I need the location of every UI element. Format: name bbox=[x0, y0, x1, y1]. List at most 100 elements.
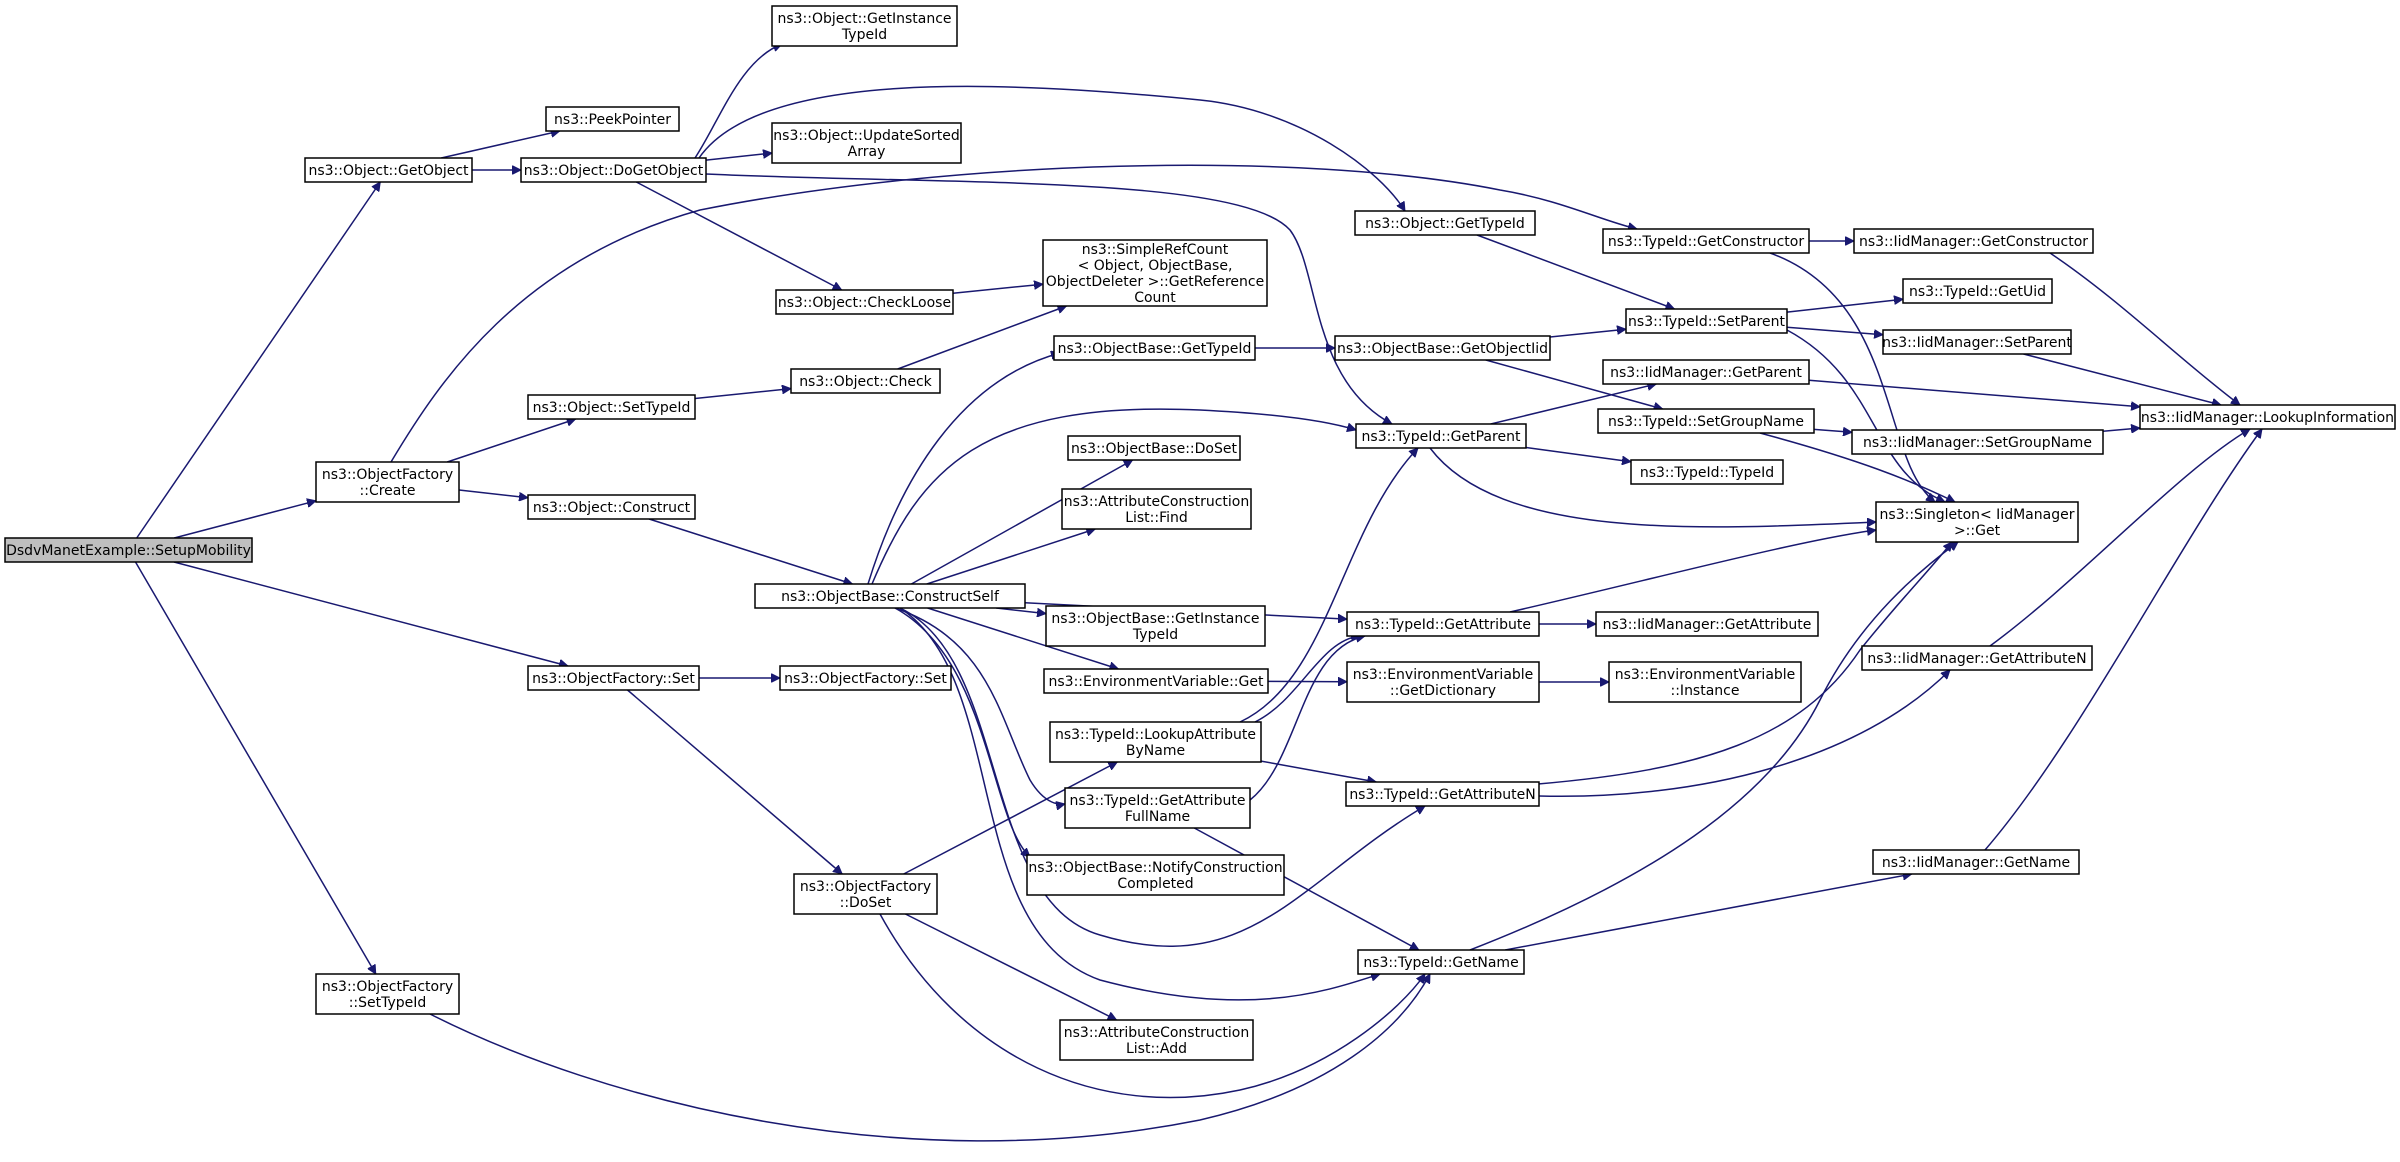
node-label-tid_setparent-0: ns3::TypeId::SetParent bbox=[1628, 314, 1785, 330]
node-singleton_get[interactable]: ns3::Singleton< IidManager >::Get bbox=[1875, 501, 2079, 543]
edge-tid_getname-to-singleton_get bbox=[1469, 541, 1958, 951]
edge-tid_setgroupname-to-singleton_get bbox=[1759, 432, 1955, 503]
node-box-tid_getuid bbox=[1902, 278, 2053, 304]
node-box-iid_lookupinfo bbox=[2139, 404, 2396, 430]
node-label-lookupattrbyname-0: ns3::TypeId::LookupAttribute bbox=[1055, 727, 1256, 743]
node-iid_setparent[interactable]: ns3::IidManager::SetParent bbox=[1882, 329, 2072, 355]
node-box-of_set2 bbox=[779, 665, 952, 691]
node-of_set[interactable]: ns3::ObjectFactory::Set bbox=[527, 665, 700, 691]
edge-tid_getname-to-iid_getname bbox=[1505, 874, 1912, 951]
edge-tid_getparent-to-tid_typeid bbox=[1525, 446, 1631, 462]
node-label-simplerefcount-2: ObjectDeleter >::GetReference bbox=[1046, 274, 1264, 290]
node-tid_getparent[interactable]: ns3::TypeId::GetParent bbox=[1355, 423, 1527, 449]
node-ob_doset[interactable]: ns3::ObjectBase::DoSet bbox=[1067, 435, 1241, 461]
edge-setup-to-of_settypeid bbox=[134, 561, 377, 974]
node-label-acl_find-0: ns3::AttributeConstruction bbox=[1064, 494, 1249, 510]
node-iid_lookupinfo[interactable]: ns3::IidManager::LookupInformation bbox=[2139, 404, 2396, 430]
node-getobject[interactable]: ns3::Object::GetObject bbox=[304, 157, 473, 183]
edge-layer bbox=[134, 44, 2263, 1142]
node-ob_getobjectiid[interactable]: ns3::ObjectBase::GetObjectIid bbox=[1334, 335, 1551, 361]
edge-obj_gettypeid-to-tid_setparent bbox=[1476, 234, 1675, 309]
edge-constructself-to-envvar_get bbox=[927, 607, 1119, 669]
node-label-singleton_get-1: >::Get bbox=[1954, 523, 2001, 539]
node-of_settypeid[interactable]: ns3::ObjectFactory::SetTypeId bbox=[315, 973, 460, 1015]
node-label-tid_getname-0: ns3::TypeId::GetName bbox=[1363, 955, 1518, 971]
node-checkloose[interactable]: ns3::Object::CheckLoose bbox=[775, 289, 954, 315]
node-tid_getattribute[interactable]: ns3::TypeId::GetAttribute bbox=[1346, 611, 1540, 637]
edge-of_doset-to-acl_add bbox=[905, 913, 1116, 1021]
node-iid_getconstructor[interactable]: ns3::IidManager::GetConstructor bbox=[1853, 228, 2094, 254]
node-of_doset[interactable]: ns3::ObjectFactory::DoSet bbox=[793, 873, 938, 915]
node-envvar_get[interactable]: ns3::EnvironmentVariable::Get bbox=[1043, 668, 1269, 694]
node-label-singleton_get-0: ns3::Singleton< IidManager bbox=[1880, 507, 2075, 523]
edge-tid_getparent-to-singleton_get bbox=[1429, 447, 1876, 528]
node-label-of_doset-1: ::DoSet bbox=[840, 895, 892, 911]
node-label-of_doset-0: ns3::ObjectFactory bbox=[800, 879, 931, 895]
node-label-ob_getobjectiid-0: ns3::ObjectBase::GetObjectIid bbox=[1337, 341, 1548, 357]
node-setup[interactable]: DsdvManetExample::SetupMobility bbox=[4, 537, 253, 563]
edge-constructself-to-acl_find bbox=[926, 529, 1095, 585]
edge-settypeid-to-check bbox=[694, 389, 791, 400]
node-box-ob_getobjectiid bbox=[1334, 335, 1551, 361]
node-label-envvar_getdict-0: ns3::EnvironmentVariable bbox=[1353, 667, 1534, 683]
node-label-updatesorted-0: ns3::Object::UpdateSorted bbox=[773, 128, 959, 144]
node-notifyconstruction[interactable]: ns3::ObjectBase::NotifyConstructionCompl… bbox=[1026, 854, 1285, 896]
node-box-setup bbox=[4, 537, 253, 563]
node-iid_getattributen[interactable]: ns3::IidManager::GetAttributeN bbox=[1861, 645, 2093, 671]
node-settypeid[interactable]: ns3::Object::SetTypeId bbox=[527, 394, 696, 420]
node-iid_getparent[interactable]: ns3::IidManager::GetParent bbox=[1602, 359, 1810, 385]
node-construct[interactable]: ns3::Object::Construct bbox=[527, 494, 696, 520]
node-label-of_create-1: ::Create bbox=[360, 483, 416, 499]
node-dogetobject[interactable]: ns3::Object::DoGetObject bbox=[520, 157, 707, 183]
node-box-construct bbox=[527, 494, 696, 520]
node-tid_getattributen[interactable]: ns3::TypeId::GetAttributeN bbox=[1345, 781, 1540, 807]
node-label-simplerefcount-3: Count bbox=[1134, 290, 1176, 306]
node-envvar_instance[interactable]: ns3::EnvironmentVariable::Instance bbox=[1608, 661, 1802, 703]
node-obj_gettypeid[interactable]: ns3::Object::GetTypeId bbox=[1354, 210, 1536, 236]
edge-ob_getobjectiid-to-tid_setparent bbox=[1549, 329, 1626, 338]
node-envvar_getdict[interactable]: ns3::EnvironmentVariable::GetDictionary bbox=[1346, 661, 1540, 703]
edge-tid_getattributen-to-iid_getattributen bbox=[1538, 670, 1950, 798]
node-of_create[interactable]: ns3::ObjectFactory::Create bbox=[315, 461, 460, 503]
node-box-tid_getconstructor bbox=[1602, 228, 1810, 254]
node-check[interactable]: ns3::Object::Check bbox=[790, 368, 941, 394]
node-label-getinstancetypeid-0: ns3::Object::GetInstance bbox=[777, 11, 951, 27]
edge-setup-to-of_create bbox=[174, 501, 316, 539]
node-iid_getname[interactable]: ns3::IidManager::GetName bbox=[1872, 849, 2080, 875]
node-label-simplerefcount-0: ns3::SimpleRefCount bbox=[1082, 242, 1229, 258]
node-of_set2[interactable]: ns3::ObjectFactory::Set bbox=[779, 665, 952, 691]
node-tid_typeid[interactable]: ns3::TypeId::TypeId bbox=[1630, 459, 1784, 485]
node-tid_setgroupname[interactable]: ns3::TypeId::SetGroupName bbox=[1597, 408, 1815, 434]
node-iid_getattribute[interactable]: ns3::IidManager::GetAttribute bbox=[1595, 611, 1819, 637]
node-iid_setgroupname[interactable]: ns3::IidManager::SetGroupName bbox=[1851, 429, 2104, 455]
edge-dogetobject-to-getinstancetypeid bbox=[694, 44, 782, 159]
node-constructself[interactable]: ns3::ObjectBase::ConstructSelf bbox=[754, 583, 1026, 609]
node-simplerefcount[interactable]: ns3::SimpleRefCount< Object, ObjectBase,… bbox=[1042, 239, 1268, 307]
node-box-of_doset bbox=[793, 873, 938, 915]
node-tid_setparent[interactable]: ns3::TypeId::SetParent bbox=[1625, 308, 1788, 334]
node-tid_getconstructor[interactable]: ns3::TypeId::GetConstructor bbox=[1602, 228, 1810, 254]
node-label-checkloose-0: ns3::Object::CheckLoose bbox=[778, 295, 951, 311]
node-box-tid_setgroupname bbox=[1597, 408, 1815, 434]
node-ob_gettypeid[interactable]: ns3::ObjectBase::GetTypeId bbox=[1053, 335, 1256, 361]
edge-of_create-to-tid_getconstructor bbox=[390, 164, 1637, 463]
node-label-simplerefcount-1: < Object, ObjectBase, bbox=[1078, 258, 1233, 274]
node-tid_getname[interactable]: ns3::TypeId::GetName bbox=[1357, 949, 1525, 975]
node-label-of_set2-0: ns3::ObjectFactory::Set bbox=[784, 671, 947, 687]
node-tid_getuid[interactable]: ns3::TypeId::GetUid bbox=[1902, 278, 2053, 304]
edge-iid_setgroupname-to-iid_lookupinfo bbox=[2102, 428, 2140, 431]
edge-of_create-to-settypeid bbox=[446, 419, 576, 463]
node-box-tid_getattributen bbox=[1345, 781, 1540, 807]
node-box-ob_getinstancetypeid bbox=[1045, 605, 1266, 647]
node-box-tid_getparent bbox=[1355, 423, 1527, 449]
edge-tid_getattribute-to-singleton_get bbox=[1509, 530, 1876, 613]
node-peekpointer[interactable]: ns3::PeekPointer bbox=[545, 106, 680, 132]
node-label-iid_getattributen-0: ns3::IidManager::GetAttributeN bbox=[1867, 651, 2086, 667]
